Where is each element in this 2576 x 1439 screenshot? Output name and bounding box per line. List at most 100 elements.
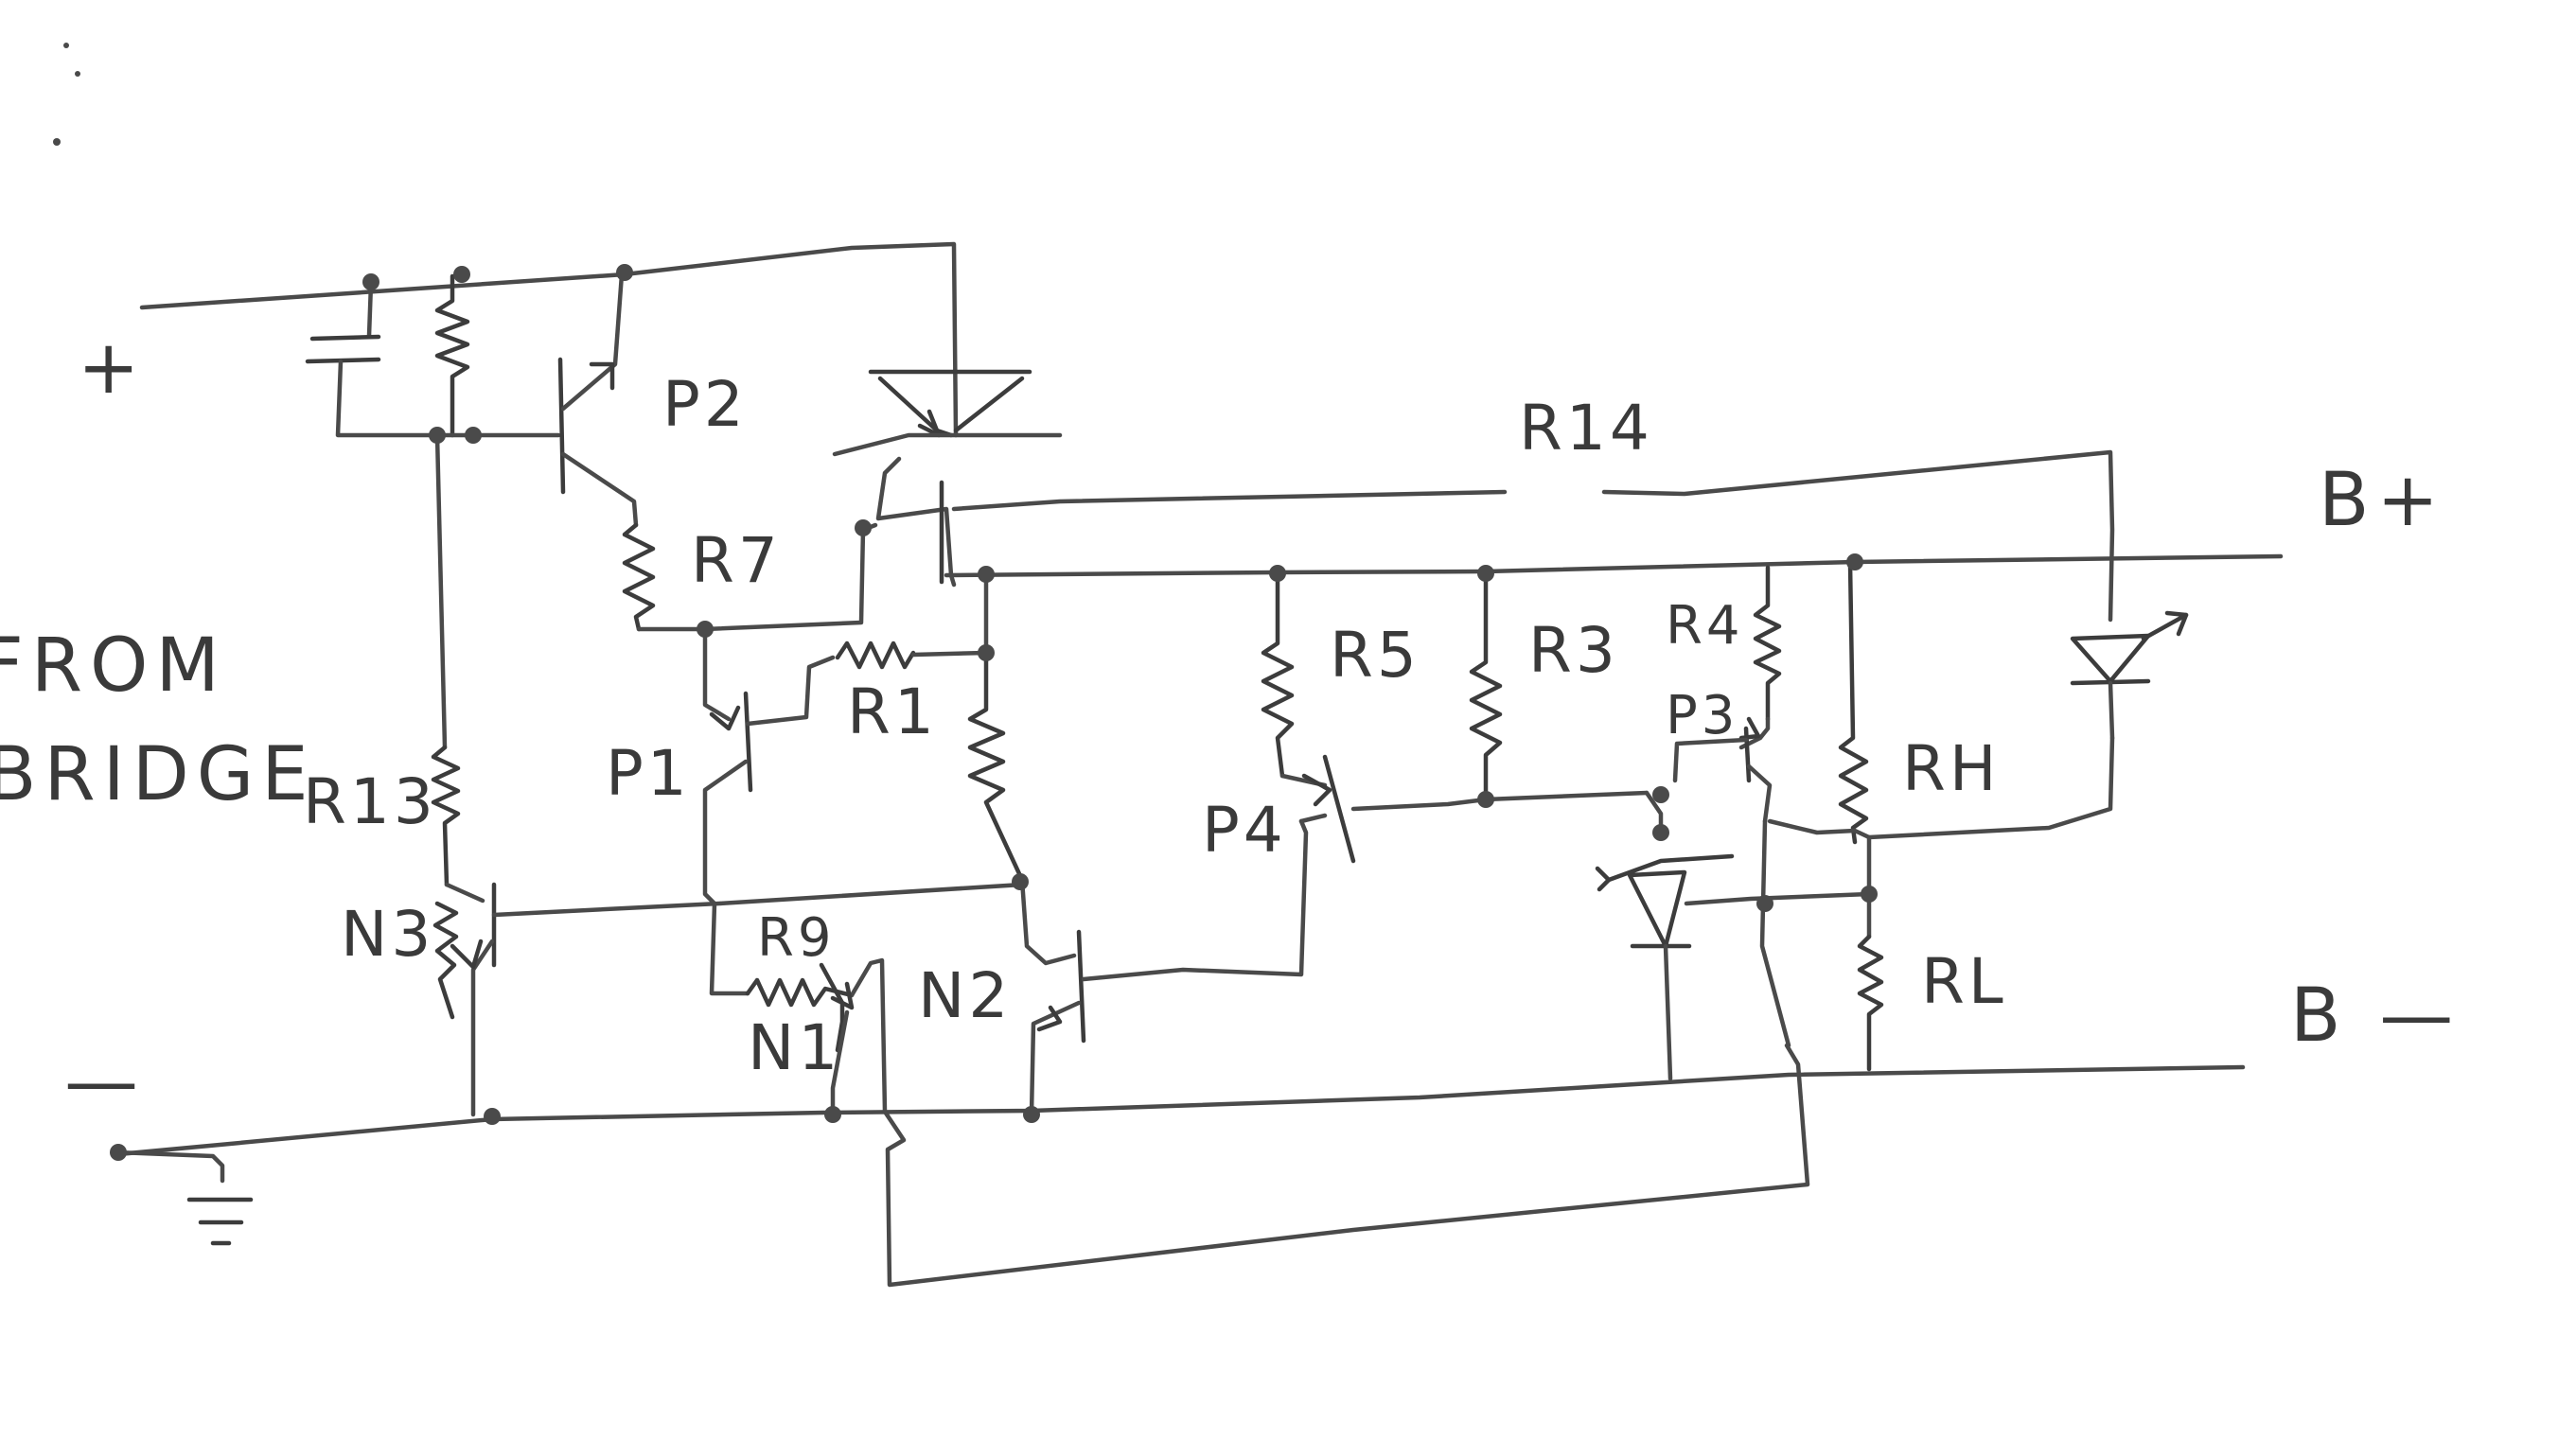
label-n3: N3 xyxy=(341,898,434,971)
n3-emitter xyxy=(470,939,495,1117)
n2-emitter xyxy=(1029,1000,1082,1117)
r3-wire xyxy=(1483,790,1650,802)
label-n1: N1 xyxy=(748,1011,841,1084)
r4-resistor xyxy=(1753,565,1782,722)
p4-base-wire xyxy=(1350,797,1489,812)
pencil-speck xyxy=(53,138,61,146)
zener-wire xyxy=(1663,943,1673,1081)
n1-arrow xyxy=(830,981,855,1010)
r3-resistor xyxy=(1469,569,1503,802)
led-wire xyxy=(2108,680,2115,741)
p2-base xyxy=(557,357,566,495)
label-bridge: BRIDGE xyxy=(0,732,316,817)
label-r7: R7 xyxy=(691,524,782,597)
p1-base xyxy=(743,691,753,793)
n1-emitter xyxy=(830,1009,850,1117)
p4-base xyxy=(1322,754,1356,864)
label-b-plus: B+ xyxy=(2319,458,2446,543)
zener-body xyxy=(1606,853,1735,883)
n3-zigzag xyxy=(432,901,459,1020)
label-from: FROM xyxy=(0,623,227,709)
zener-triangle xyxy=(1627,869,1687,949)
label-r14: R14 xyxy=(1519,392,1653,465)
label-r3: R3 xyxy=(1528,614,1619,687)
r14-wire xyxy=(951,489,1508,512)
label-b-minus: B — xyxy=(2290,974,2461,1059)
label-r9: R9 xyxy=(757,907,836,969)
n3-collector xyxy=(444,882,485,904)
label-p1: P1 xyxy=(606,737,691,810)
bottom-rail-wire xyxy=(115,1064,2246,1157)
n2-arrow xyxy=(1036,1005,1063,1032)
r13-wire xyxy=(434,432,448,750)
label-r13: R13 xyxy=(303,765,437,838)
p2-collector xyxy=(560,451,639,528)
junction-dots xyxy=(110,264,1878,1161)
pencil-speck xyxy=(63,43,69,48)
cap-wire-bottom xyxy=(335,359,438,438)
r1-wire xyxy=(910,650,989,658)
r7-resistor xyxy=(622,522,656,632)
label-p3: P3 xyxy=(1666,685,1738,746)
p3-collector xyxy=(1746,763,1773,824)
r13-resistor xyxy=(431,745,461,887)
n1-transistor xyxy=(819,962,845,1053)
led-triangle xyxy=(2070,633,2151,684)
p1-emitter xyxy=(745,655,836,727)
label-rl: RL xyxy=(1921,945,2007,1018)
zener-right-wire xyxy=(1684,891,1872,906)
label-p4: P4 xyxy=(1202,794,1287,867)
label-rh: RH xyxy=(1902,732,2001,805)
label-n2: N2 xyxy=(918,959,1012,1032)
label-plus: + xyxy=(78,325,147,411)
p2-emitter-arrow xyxy=(589,361,615,391)
r9-wire xyxy=(709,901,750,996)
r5-resistor xyxy=(1261,572,1295,779)
n3-emitter-arrow xyxy=(450,939,484,970)
ground-wire xyxy=(115,1149,225,1184)
n2-base xyxy=(1076,929,1086,1044)
led-arrow-line xyxy=(2141,612,2189,641)
capacitor-plate-top xyxy=(309,334,381,342)
r1-resistor xyxy=(835,641,916,670)
q-out-emitter xyxy=(877,376,954,438)
r9-resistor xyxy=(745,977,855,1008)
label-r1: R1 xyxy=(847,676,938,748)
n3-base-wire xyxy=(491,882,1025,918)
r14-wire-right xyxy=(1601,449,2115,623)
q-out-wire xyxy=(832,432,1063,457)
capacitor-plate-bottom xyxy=(305,357,381,364)
p4-arrow xyxy=(1301,773,1332,807)
n2-collector xyxy=(1019,877,1077,966)
p3-base xyxy=(1743,726,1752,783)
q-out-lower xyxy=(875,456,957,588)
p1-collector-wire xyxy=(702,626,732,722)
p4-collector xyxy=(1298,813,1328,824)
led-arrow-head xyxy=(2164,610,2189,637)
top-rail-wire xyxy=(139,241,959,438)
r-right-resistor xyxy=(967,650,1025,883)
p1-collector xyxy=(702,759,749,906)
cap-wire xyxy=(366,281,374,339)
q-out-collector xyxy=(953,376,1025,433)
n2-base-wire xyxy=(1081,818,1309,982)
label-r5: R5 xyxy=(1330,619,1420,692)
p3-emitter xyxy=(1738,716,1771,750)
input-resistor xyxy=(434,273,470,438)
label-r4: R4 xyxy=(1666,595,1744,657)
label-minus: — xyxy=(64,1040,146,1125)
p2-emitter xyxy=(560,272,625,412)
p3-arrow xyxy=(1738,716,1761,741)
rh-resistor xyxy=(1838,560,1869,845)
zener-arrow xyxy=(1595,866,1612,892)
rl-resistor xyxy=(1857,934,1884,1072)
p3-base-wire xyxy=(1672,737,1749,783)
loop-wire xyxy=(882,1043,1810,1288)
n1-collector xyxy=(849,957,888,1114)
label-p2: P2 xyxy=(662,368,748,441)
p1-emitter-arrow xyxy=(709,705,741,731)
p3-out-wire xyxy=(1759,818,1791,1048)
b-plus-rail-wire xyxy=(944,553,2284,578)
